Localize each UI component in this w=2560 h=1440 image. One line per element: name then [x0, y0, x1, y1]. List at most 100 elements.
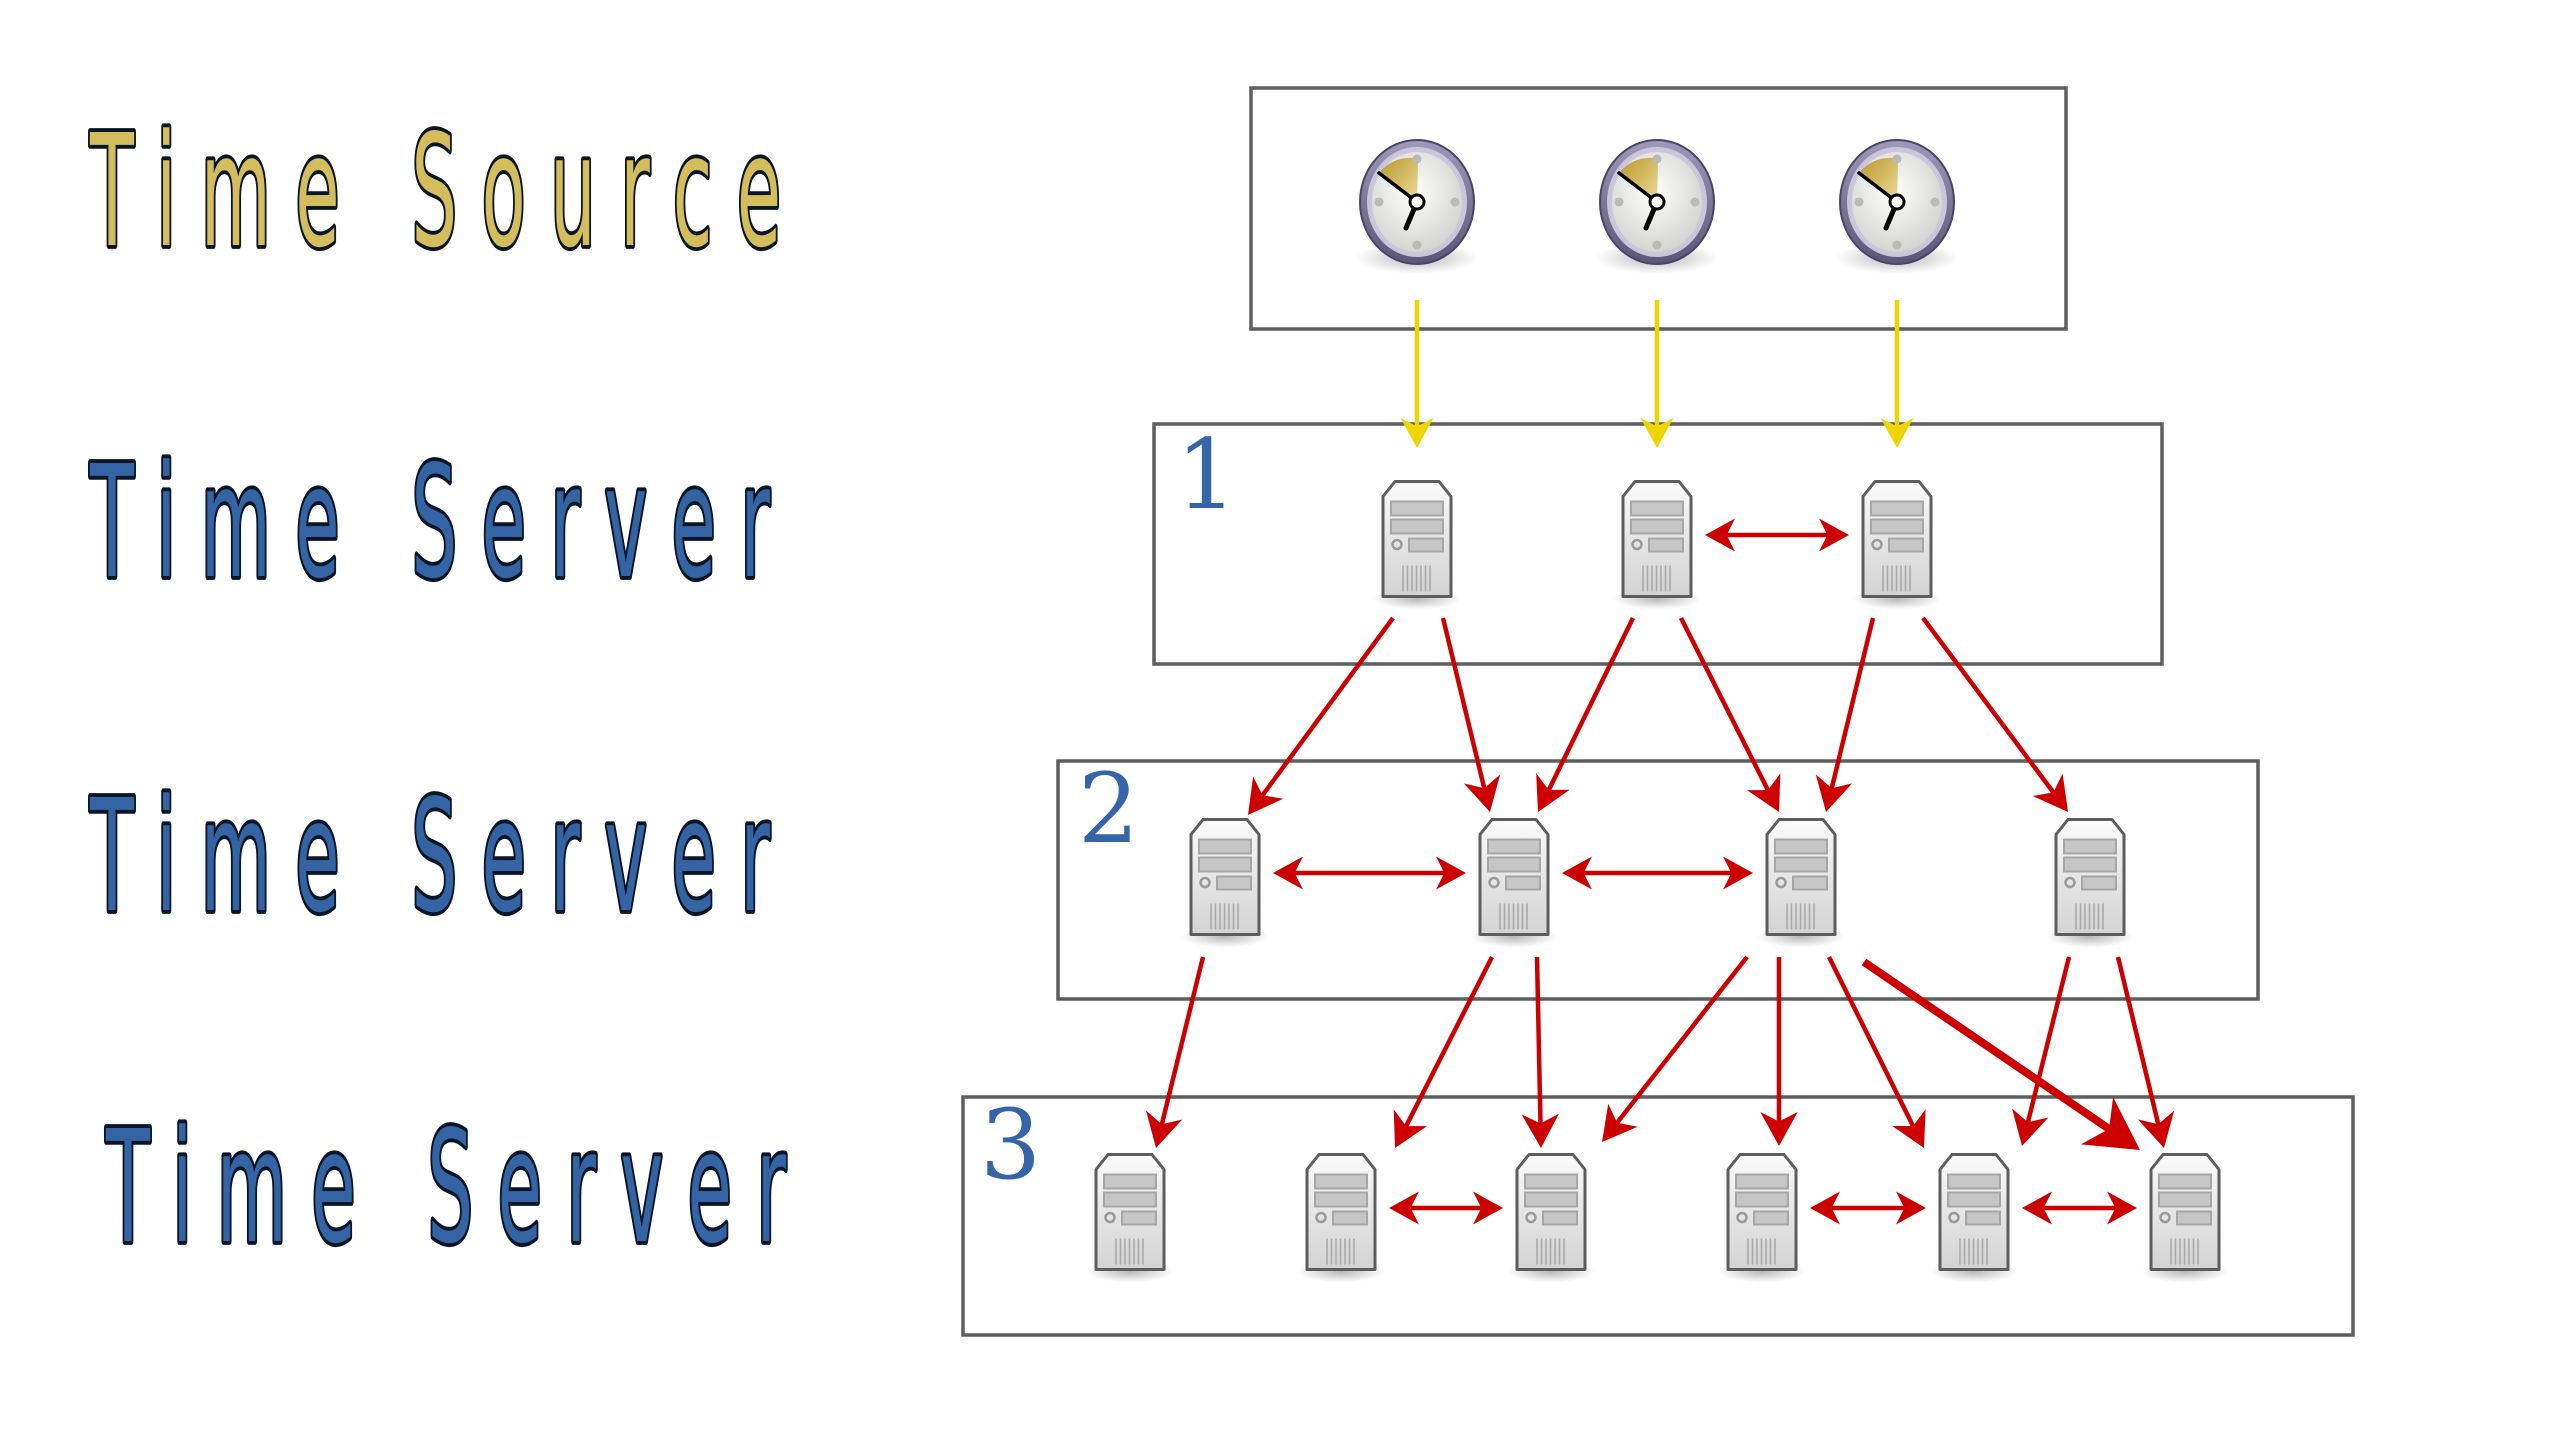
clock-wedge	[1379, 157, 1418, 202]
arrow-shaft	[1861, 958, 2112, 1133]
clock-icon	[1355, 139, 1479, 274]
arrow-shaft	[1159, 956, 1206, 1125]
arrow-shaft	[1921, 616, 2056, 794]
downlink-arrow-stratum-2-to-3	[1602, 955, 1749, 1142]
clock-wedge	[1859, 157, 1898, 202]
arrowhead	[2022, 1191, 2052, 1225]
label-time-server-1-text: Time Server	[89, 434, 794, 614]
downlink-arrow-stratum-1-to-2	[1440, 617, 1501, 812]
arrow-shaft	[1615, 955, 1749, 1125]
arrowhead	[1810, 1191, 1840, 1225]
arrowhead	[2107, 1191, 2137, 1225]
arrowhead	[1473, 1191, 1503, 1225]
downlink-arrow-stratum-2-to-3	[1861, 958, 2140, 1150]
arrow-shaft	[1260, 616, 1395, 797]
arrow-shaft	[1546, 617, 1636, 792]
server-tower-icon	[1757, 818, 1845, 948]
arrowhead	[1400, 418, 1434, 448]
sync-arrow-source-to-stratum-1	[1640, 300, 1674, 448]
peer-arrow-stratum-3	[2022, 1191, 2137, 1225]
downlink-arrow-stratum-2-to-3	[2012, 956, 2072, 1146]
clock-wedge	[1619, 157, 1658, 202]
arrowhead	[1145, 1110, 1183, 1148]
downlink-arrow-stratum-1-to-2	[1921, 616, 2068, 812]
server-tower-icon	[1853, 480, 1941, 610]
arrowhead	[1393, 1109, 1428, 1148]
arrowhead	[1389, 1191, 1419, 1225]
server-tower-icon	[1718, 1153, 1806, 1283]
server-tower-icon	[1181, 818, 1269, 948]
arrowhead	[1463, 774, 1501, 812]
arrow-shaft	[1440, 617, 1487, 789]
arrowhead	[2012, 1108, 2049, 1146]
label-time-server-1: Time Server	[87, 431, 794, 616]
arrow-shaft	[1829, 617, 1876, 789]
arrowhead	[1896, 1191, 1926, 1225]
label-time-server-2: Time Server	[87, 765, 794, 950]
downlink-arrow-stratum-2-to-3	[1760, 957, 1798, 1146]
arrowhead	[1562, 856, 1592, 890]
arrowhead	[1880, 418, 1914, 448]
server-tower-icon	[1613, 480, 1701, 610]
downlink-arrow-stratum-2-to-3	[1521, 956, 1559, 1148]
arrowhead	[1705, 518, 1735, 552]
downlink-arrow-stratum-1-to-2	[1536, 617, 1636, 812]
arrow-shaft	[1404, 955, 1495, 1128]
arrow-shaft	[1826, 955, 1916, 1128]
label-time-server-3: Time Server	[103, 1096, 810, 1281]
arrowhead	[1746, 773, 1781, 812]
tier-box-stratum-3	[961, 1095, 2355, 1337]
arrowhead	[1815, 774, 1853, 812]
arrowhead	[1819, 518, 1849, 552]
sync-arrow-source-to-stratum-1	[1880, 300, 1914, 448]
server-tower-icon	[2046, 818, 2134, 948]
nodes-layer	[1086, 139, 2229, 1283]
arrowhead	[1248, 776, 1284, 815]
tier-number-2: 2	[1078, 753, 1139, 865]
arrowhead	[1892, 1109, 1926, 1148]
downlink-arrow-stratum-2-to-3	[1393, 955, 1495, 1148]
label-time-server-3-text: Time Server	[105, 1099, 810, 1279]
server-tower-icon	[1297, 1153, 1385, 1283]
peer-arrow-stratum-2	[1562, 856, 1753, 890]
server-tower-icon	[1507, 1153, 1595, 1283]
downlink-arrow-stratum-2-to-3	[1145, 956, 1206, 1148]
tier-number-3: 3	[980, 1089, 1041, 1201]
downlink-arrow-stratum-2-to-3	[2115, 956, 2175, 1148]
tier-number-1: 1	[1176, 419, 1237, 531]
arrowhead	[2080, 1097, 2140, 1150]
arrowhead	[1273, 856, 1303, 890]
peer-arrow-stratum-3	[1389, 1191, 1503, 1225]
arrow-shaft	[2115, 956, 2161, 1125]
server-tower-icon	[1930, 1153, 2018, 1283]
arrowhead	[1602, 1103, 1638, 1142]
downlink-arrow-stratum-1-to-2	[1248, 616, 1395, 815]
server-tower-icon	[1470, 818, 1558, 948]
arrow-shaft	[2025, 956, 2072, 1123]
arrowhead	[2032, 773, 2068, 812]
downlink-arrow-stratum-2-to-3	[1826, 955, 1926, 1148]
arrowhead	[1723, 856, 1753, 890]
downlink-arrow-stratum-1-to-2	[1815, 617, 1876, 812]
tier-box-stratum-2	[1056, 759, 2260, 1001]
clock-icon	[1595, 139, 1719, 274]
arrowhead	[1436, 856, 1466, 890]
peer-arrow-stratum-2	[1273, 856, 1466, 890]
edges-layer	[1145, 300, 2175, 1225]
arrow-shaft	[1534, 956, 1543, 1124]
server-tower-icon	[1373, 480, 1461, 610]
arrowhead	[1536, 773, 1570, 812]
arrowhead	[1640, 418, 1674, 448]
server-tower-icon	[2141, 1153, 2229, 1283]
arrow-shaft	[1678, 616, 1770, 792]
server-tower-icon	[1086, 1153, 1174, 1283]
arrowhead	[2137, 1110, 2175, 1148]
clock-icon	[1835, 139, 1959, 274]
sync-arrow-source-to-stratum-1	[1400, 300, 1434, 448]
peer-arrow-stratum-3	[1810, 1191, 1926, 1225]
arrowhead	[1760, 1112, 1798, 1146]
downlink-arrow-stratum-1-to-2	[1678, 616, 1781, 812]
label-time-server-2-text: Time Server	[89, 768, 794, 948]
label-time-source-text: Time Source	[89, 103, 805, 283]
label-time-source: Time Source	[87, 100, 805, 285]
